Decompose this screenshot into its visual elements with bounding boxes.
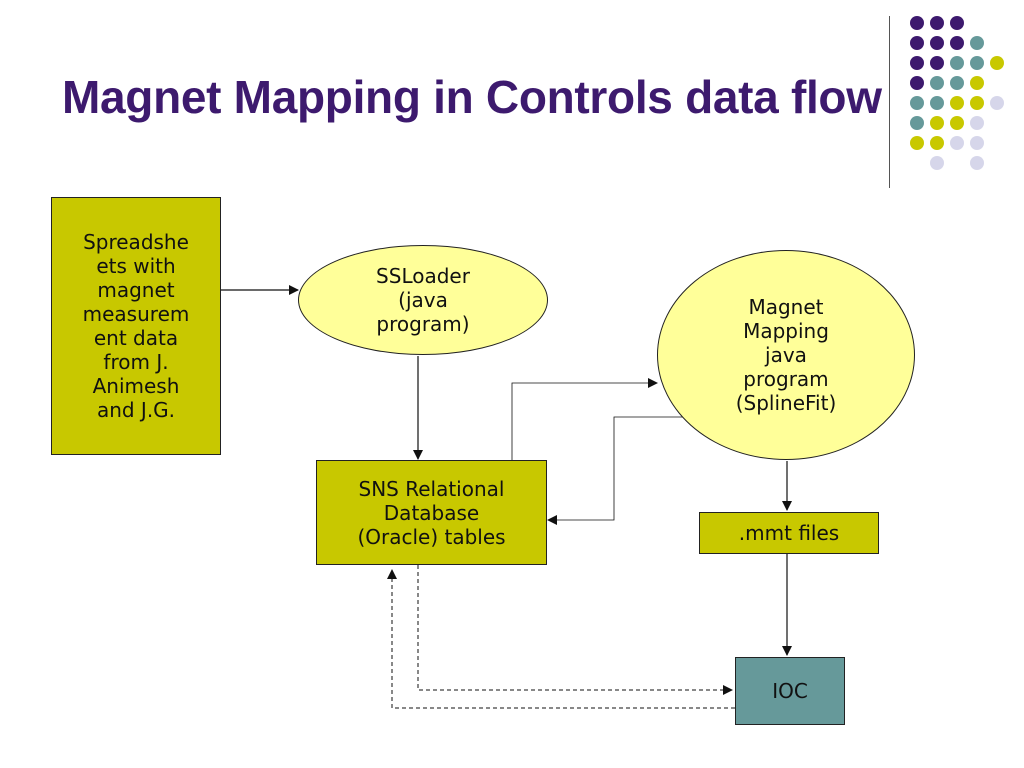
decor-dot bbox=[930, 156, 944, 170]
mmt-files-label: .mmt files bbox=[738, 521, 840, 545]
arrow-ioc-to-database-dashed bbox=[387, 569, 735, 709]
decor-dot bbox=[950, 96, 964, 110]
decor-dot bbox=[930, 116, 944, 130]
slide-title: Magnet Mapping in Controls data flow bbox=[62, 71, 882, 123]
magnet-mapping-label: Magnet Mapping java program (SplineFit) bbox=[735, 295, 837, 415]
ioc-label: IOC bbox=[772, 679, 808, 703]
ssloader-label: SSLoader (java program) bbox=[376, 264, 470, 336]
decor-dot bbox=[910, 36, 924, 50]
decor-dot bbox=[950, 136, 964, 150]
title-divider-line bbox=[889, 16, 890, 188]
decor-dot bbox=[950, 36, 964, 50]
decor-dot bbox=[910, 16, 924, 30]
decor-dot bbox=[910, 136, 924, 150]
decor-dot bbox=[910, 56, 924, 70]
spreadsheets-box: Spreadshe ets with magnet measurem ent d… bbox=[51, 197, 221, 455]
decor-dot bbox=[970, 136, 984, 150]
decor-dot bbox=[990, 56, 1004, 70]
decor-dot bbox=[970, 56, 984, 70]
decor-dot bbox=[970, 116, 984, 130]
database-box: SNS Relational Database (Oracle) tables bbox=[316, 460, 547, 565]
decor-dot bbox=[970, 36, 984, 50]
decor-dot bbox=[930, 96, 944, 110]
decor-dot bbox=[950, 56, 964, 70]
decor-dot bbox=[950, 76, 964, 90]
decor-dot bbox=[970, 156, 984, 170]
decorative-dot-grid bbox=[0, 0, 1024, 200]
spreadsheets-label: Spreadshe ets with magnet measurem ent d… bbox=[82, 230, 190, 422]
magnet-mapping-ellipse: Magnet Mapping java program (SplineFit) bbox=[657, 250, 915, 460]
arrow-database-to-magnet-mapping bbox=[511, 378, 658, 460]
mmt-files-box: .mmt files bbox=[699, 512, 879, 554]
decor-dot bbox=[910, 96, 924, 110]
decor-dot bbox=[970, 76, 984, 90]
arrow-database-to-ioc-dashed bbox=[417, 565, 733, 695]
arrow-magnet-mapping-to-database bbox=[547, 416, 684, 525]
decor-dot bbox=[930, 56, 944, 70]
decor-dot bbox=[930, 16, 944, 30]
decor-dot bbox=[950, 16, 964, 30]
decor-dot bbox=[910, 116, 924, 130]
decor-dot bbox=[910, 76, 924, 90]
decor-dot bbox=[930, 36, 944, 50]
decor-dot bbox=[930, 136, 944, 150]
decor-dot bbox=[990, 96, 1004, 110]
ioc-box: IOC bbox=[735, 657, 845, 725]
decor-dot bbox=[950, 116, 964, 130]
decor-dot bbox=[970, 96, 984, 110]
database-label: SNS Relational Database (Oracle) tables bbox=[357, 476, 506, 549]
ssloader-ellipse: SSLoader (java program) bbox=[298, 245, 548, 355]
decor-dot bbox=[930, 76, 944, 90]
